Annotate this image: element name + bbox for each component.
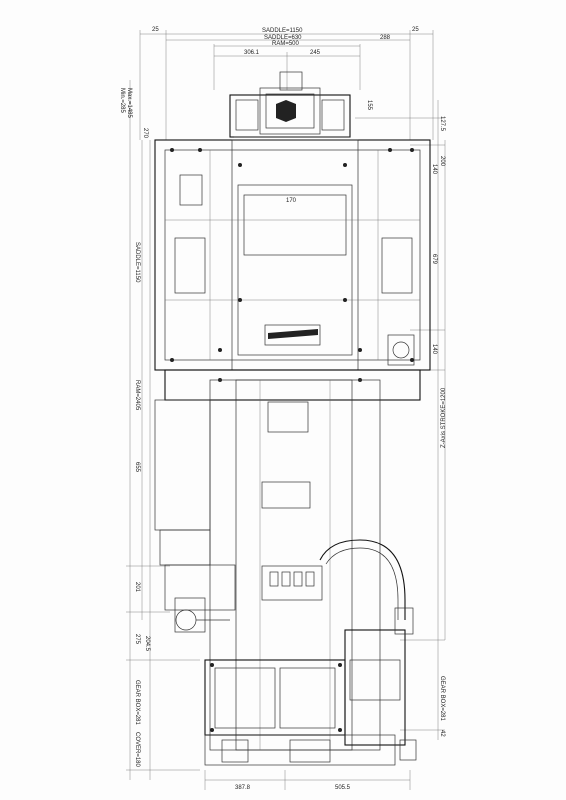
dim-201: 201 (134, 582, 140, 593)
dim-ram-500: RAM=500 (272, 41, 300, 47)
dim-204-5: 204.5 (144, 636, 150, 652)
ram-column (164, 369, 421, 751)
dim-155: 155 (366, 100, 372, 111)
dim-679: 679 (431, 254, 437, 265)
dim-saddle-v: SADDLE=1150 (134, 242, 140, 283)
dim-saddle-1150: SADDLE=1150 (262, 28, 303, 34)
dim-655: 655 (134, 462, 140, 473)
left-dimensions (126, 80, 200, 780)
dim-387-8: 387.8 (235, 785, 251, 791)
dim-270: 270 (142, 128, 148, 139)
dim-gearbox-right: GEAR BOX=281 (439, 676, 445, 722)
top-motor (229, 71, 351, 138)
saddle-plate (154, 139, 431, 371)
dim-140a: 140 (431, 164, 437, 175)
dim-cover-180: COVER=180 (134, 732, 140, 768)
dim-ram-2405: RAM=2405 (134, 380, 140, 411)
spindle-motor (319, 539, 417, 761)
dim-42: 42 (439, 730, 445, 737)
dim-top-right-25: 25 (412, 27, 419, 33)
left-covers (154, 399, 236, 633)
top-dimensions (139, 30, 434, 140)
gear-box (204, 659, 396, 766)
dim-gearbox-left: GEAR BOX=281 (134, 680, 140, 726)
dim-200: 200 (439, 156, 445, 167)
dim-max-1485: Max.=1485 (126, 88, 132, 119)
dim-127-5: 127.5 (439, 116, 445, 132)
dim-z-axis: Z-Axis STROKE=1200 (441, 387, 447, 448)
dim-saddle-630: SADDLE=630 (264, 35, 302, 41)
dim-306-1: 306.1 (244, 50, 260, 56)
dim-245: 245 (310, 50, 321, 56)
bolt-holes (170, 148, 414, 382)
bottom-dimensions (204, 770, 411, 790)
dim-505-5: 505.5 (335, 785, 351, 791)
dim-275: 275 (134, 634, 140, 645)
dim-170: 170 (286, 198, 297, 204)
dim-140b: 140 (431, 344, 437, 355)
dim-min-285: Min.=285 (119, 88, 125, 114)
dim-top-left-25: 25 (152, 27, 159, 33)
dim-288: 288 (380, 35, 391, 41)
right-dimensions (355, 100, 446, 740)
